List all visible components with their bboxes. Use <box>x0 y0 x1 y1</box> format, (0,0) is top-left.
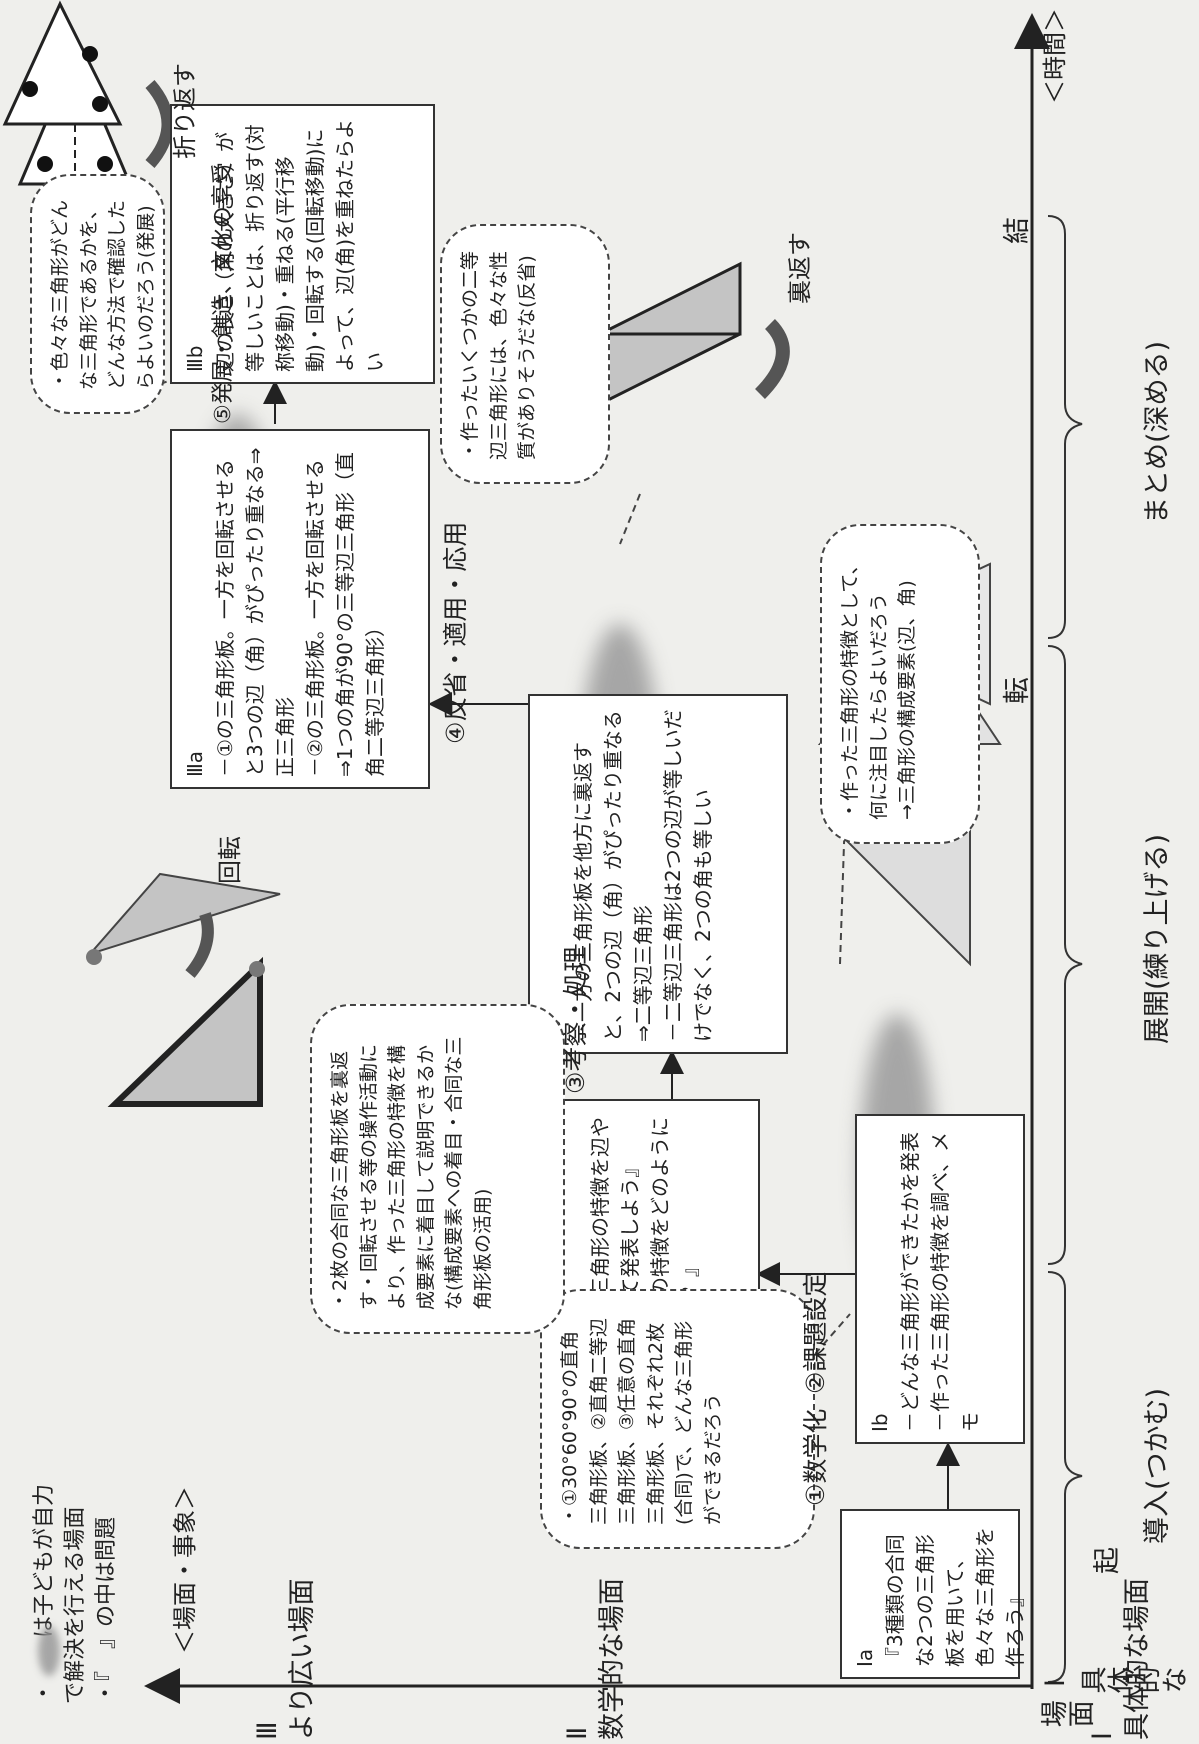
process-5: ⑤発展・創造、文化の享受 <box>210 162 239 424</box>
process-2: ②課題設定 <box>800 1272 833 1394</box>
phase-intro: 導入(つかむ) <box>1140 1388 1175 1544</box>
pointer-b4 <box>620 494 640 544</box>
flip-triangles <box>600 264 783 404</box>
brace-develop <box>1048 646 1082 1264</box>
phase-develop: 展開(練り上げる) <box>1140 834 1175 1044</box>
brace-intro <box>1048 1272 1082 1682</box>
bubble-2: ・2枚の合同な三角形板を裏返す・回転させる等の操作活動により、作った三角形の特徴… <box>310 1004 565 1334</box>
process-1: ①数学化 <box>800 1409 833 1506</box>
legend-line-3: ・『 』の中は問題 <box>92 1424 123 1704</box>
bubble-1: ・①30°60°90°の直角三角形板、②直角二等辺三角形板、③任意の直角三角形板… <box>540 1289 815 1549</box>
legend-shade-swatch <box>38 1626 60 1676</box>
bubble-3: ・作った三角形の特徴として、何に注目したらよいだろう →三角形の構成要素(辺、角… <box>820 524 980 844</box>
process-3: ③考察・処理 <box>560 947 593 1094</box>
box-Ia: Ⅰa 『3種類の合同な2つの三角形板を用いて、色々な三角形を作ろう』 <box>840 1509 1020 1679</box>
phase-ki: 起 <box>1090 1547 1125 1574</box>
legend-line-2: で解決を行える場面 <box>61 1424 92 1704</box>
box-Ib: Ⅰb －どんな三角形ができたかを発表 －作った三角形の特徴を調べ、メモ <box>855 1114 1025 1444</box>
level-1-label-h: Ⅰ 具体的な場面 <box>1085 1578 1155 1740</box>
phase-summary: まとめ(深める) <box>1140 341 1175 524</box>
box-IIIa: Ⅲa －①の三角形板。一方を回転させると3つの辺（角）がぴったり重なる⇒正三角形… <box>170 429 430 789</box>
op-fold-label: 折り返す <box>170 63 201 159</box>
scene-axis-label: ＜場面・事象＞ <box>170 1486 201 1654</box>
process-4: ④反省・適用・応用 <box>440 522 473 744</box>
op-flip-label: 裏返す <box>785 232 816 304</box>
bubble-4: ・作ったいくつかの二等辺三角形には、色々な性質がありそうだな(反省) <box>440 224 610 484</box>
time-axis-label: ＜時間＞ <box>1040 8 1071 104</box>
fold-triangles <box>5 4 168 184</box>
phase-ten: 転 <box>1000 677 1035 704</box>
rotation-triangles <box>86 874 280 1104</box>
op-rotate-label: 回転 <box>215 836 246 884</box>
brace-summary <box>1048 216 1082 638</box>
phase-ketsu: 結 <box>1000 217 1035 244</box>
level-3-label: Ⅲ より広い場面 <box>250 1579 320 1740</box>
level-2-label: Ⅱ 数学的な場面 <box>560 1578 630 1740</box>
bubble-5: ・色々な三角形がどんな三角形であるかを、どんな方法で確認したらよいのだろう(発展… <box>30 174 165 414</box>
